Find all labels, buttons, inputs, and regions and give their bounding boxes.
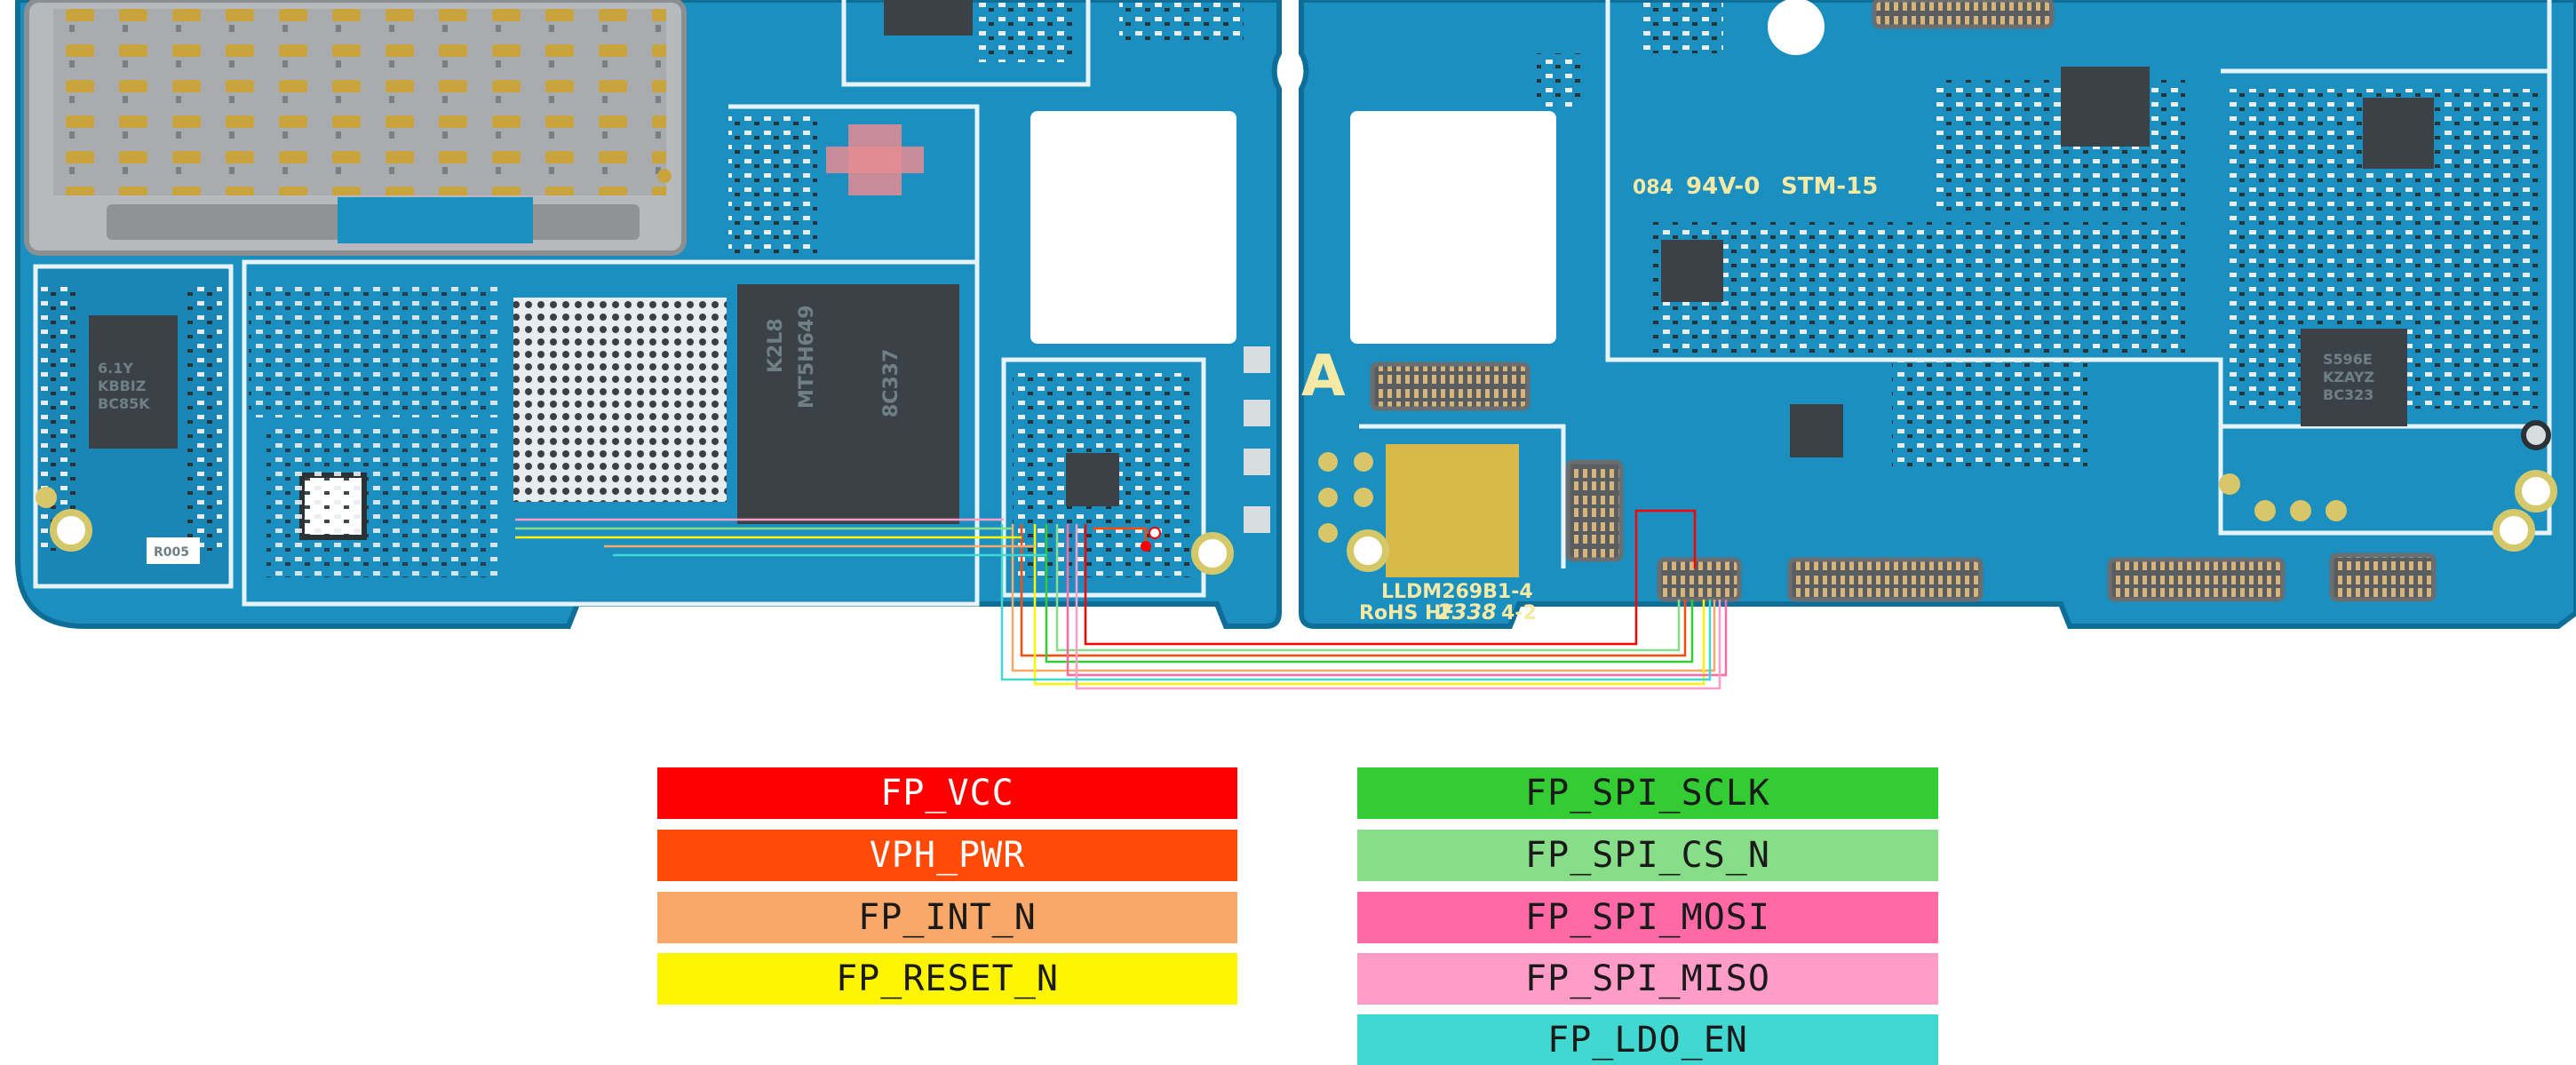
legend-fp-vcc: FP_VCC bbox=[657, 767, 1237, 819]
chip-memory-mark-1: K2L8 bbox=[765, 318, 787, 373]
pcb-board-view: 6.1Y KBBIZ BC85K K2L8 MT5H649 8C337 R005 bbox=[15, 0, 2576, 690]
chip-right-mark-1: S596E bbox=[2323, 351, 2373, 368]
legend-fp-spi-cs-n: FP_SPI_CS_N bbox=[1357, 830, 1938, 881]
fingerprint-connector bbox=[1657, 557, 1742, 602]
legend-label: FP_SPI_CS_N bbox=[1525, 835, 1770, 876]
chip-left-mark-3: BC85K bbox=[98, 395, 150, 412]
chip-right: S596E KZAYZ BC323 bbox=[2301, 329, 2407, 426]
trace-fp-spi-sclk bbox=[1045, 524, 1694, 664]
legend-vph-pwr: VPH_PWR bbox=[657, 830, 1237, 881]
stm-label: STM-15 bbox=[1781, 173, 1878, 200]
legend-fp-spi-miso: FP_SPI_MISO bbox=[1357, 953, 1938, 1005]
connector-5 bbox=[2329, 552, 2437, 602]
legend-label: VPH_PWR bbox=[869, 835, 1026, 876]
legend-fp-spi-mosi: FP_SPI_MOSI bbox=[1357, 892, 1938, 943]
trace-fp-ldo-en bbox=[1000, 524, 1712, 681]
resistor-label: R005 bbox=[154, 545, 189, 560]
chip-memory: K2L8 MT5H649 8C337 bbox=[737, 284, 959, 524]
legend-label: FP_SPI_SCLK bbox=[1525, 773, 1770, 814]
connector-4 bbox=[2107, 557, 2286, 602]
legend-fp-ldo-en: FP_LDO_EN bbox=[1357, 1014, 1938, 1065]
chip-right-mark-2: KZAYZ bbox=[2323, 369, 2374, 385]
chip-left-mark-1: 6.1Y bbox=[98, 360, 133, 377]
legend-label: FP_VCC bbox=[880, 773, 1014, 814]
connector-2 bbox=[1565, 459, 1624, 562]
right-board: A LLDM269B1-4 RoHS HF 2338 4-2 084 94V-0… bbox=[1299, 0, 2576, 629]
date-code-label: 2338 bbox=[1437, 600, 1497, 624]
connector-3 bbox=[1787, 557, 1984, 602]
legend-label: FP_SPI_MISO bbox=[1525, 958, 1770, 999]
chip-memory-mark-3: 8C337 bbox=[880, 349, 902, 417]
legend-label: FP_RESET_N bbox=[836, 958, 1059, 999]
bga-footprint bbox=[513, 298, 727, 502]
panel-letter: A bbox=[1301, 344, 1346, 409]
chip-right-mark-3: BC323 bbox=[2323, 386, 2373, 403]
board-model-label: LLDM269B1-4 bbox=[1381, 581, 1533, 603]
chip-left: 6.1Y KBBIZ BC85K bbox=[89, 315, 178, 449]
chip-left-mark-2: KBBIZ bbox=[98, 378, 146, 394]
legend-fp-reset-n: FP_RESET_N bbox=[657, 953, 1237, 1005]
trace-fp-vcc bbox=[1084, 509, 1697, 646]
rohs-label: RoHS HF bbox=[1359, 602, 1454, 624]
chip-memory-mark-2: MT5H649 bbox=[796, 305, 818, 409]
trace-fp-int-n bbox=[1011, 524, 1716, 672]
connector-1 bbox=[1370, 362, 1530, 411]
left-board: 6.1Y KBBIZ BC85K K2L8 MT5H649 8C337 R005 bbox=[15, 0, 1282, 629]
board-cutout-right bbox=[1350, 111, 1556, 344]
legend-fp-spi-sclk: FP_SPI_SCLK bbox=[1357, 767, 1938, 819]
trace-vph-pwr bbox=[1020, 524, 1687, 657]
signal-traces bbox=[515, 509, 1728, 690]
trace-fp-reset-n bbox=[1033, 524, 1705, 686]
trace-fp-spi-cs-n bbox=[1055, 524, 1681, 652]
trace-fp-spi-miso bbox=[1075, 524, 1721, 690]
sim-card-tray bbox=[24, 0, 687, 256]
legend-label: FP_LDO_EN bbox=[1547, 1019, 1748, 1061]
revision-label: 4-2 bbox=[1501, 602, 1537, 624]
ul-mark-label: 94V-0 bbox=[1686, 173, 1760, 200]
legend-label: FP_SPI_MOSI bbox=[1525, 897, 1770, 938]
gold-contact-pad bbox=[1386, 444, 1519, 577]
ul-rating-label: 084 bbox=[1633, 177, 1674, 199]
trace-fp-spi-mosi bbox=[1066, 524, 1728, 677]
legend-fp-int-n: FP_INT_N bbox=[657, 892, 1237, 943]
board-cutout-left bbox=[1030, 111, 1236, 344]
legend-label: FP_INT_N bbox=[858, 897, 1037, 938]
